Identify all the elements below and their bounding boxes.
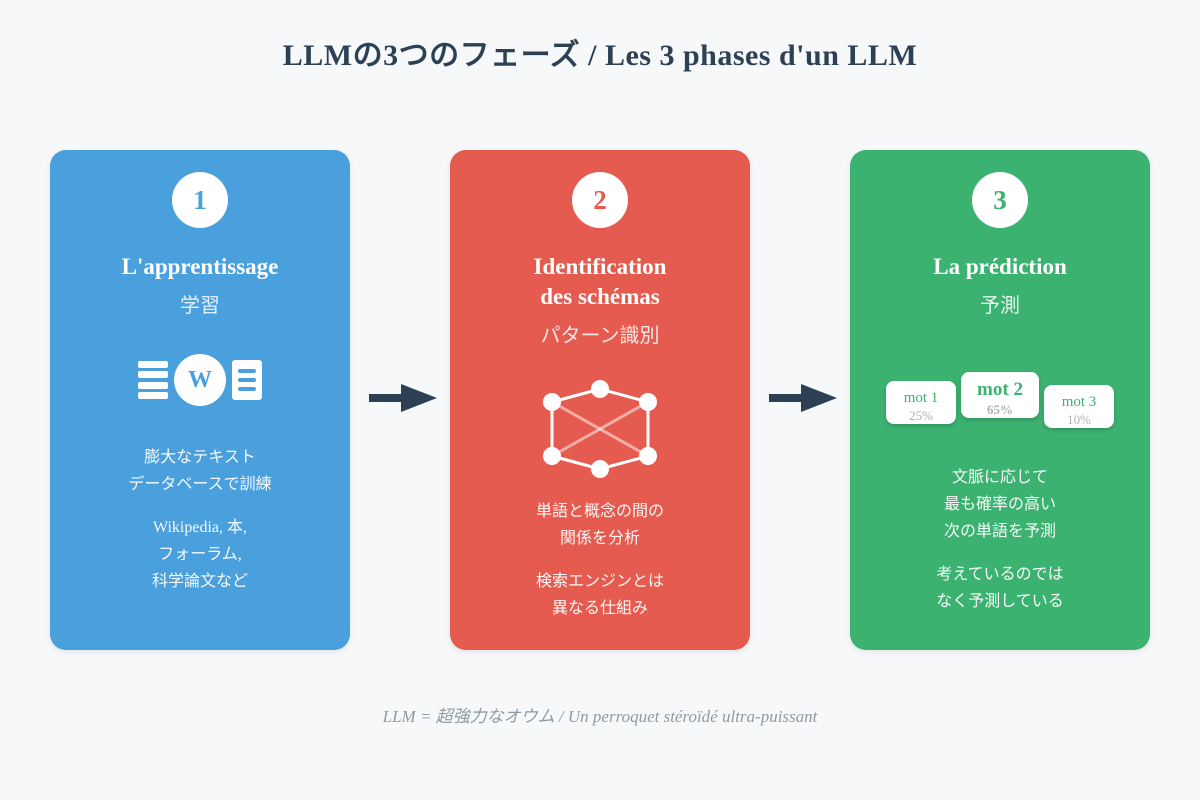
concept-network-graph: [450, 380, 750, 478]
phase-3-number: 3: [993, 184, 1007, 215]
word-1-label: mot 1: [903, 390, 939, 406]
card-3-title-fr: La prédiction: [933, 254, 1067, 279]
footer-note: LLM = 超強力なオウム / Un perroquet stéroïdé ul…: [382, 707, 818, 726]
wikipedia-icon: W: [174, 354, 226, 406]
card-1-paragraph-1: 膨大なテキスト データベースで訓練: [128, 449, 272, 493]
word-2-probability: 65%: [987, 402, 1013, 417]
word-box-3: mot 3 10%: [1044, 385, 1114, 428]
card-1-paragraph-2: Wikipedia, 本, フォーラム, 科学論文など: [151, 519, 248, 590]
word-probability-boxes: mot 1 25% mot 2 65% mot 3 10%: [850, 372, 1150, 428]
wikipedia-letter: W: [188, 366, 212, 393]
phase-1-number: 1: [193, 184, 207, 215]
arrow-right-icon-2: [763, 384, 837, 412]
document-icon: [232, 360, 262, 400]
word-3-label: mot 3: [1061, 394, 1097, 410]
card-identification: 2 Identification des schémas パターン識別: [450, 150, 750, 650]
card-2-title-fr: Identification des schémas: [533, 254, 667, 309]
card-prediction: 3 La prédiction 予測 mot 1 25% mot 2 65% m…: [850, 150, 1150, 650]
card-2-paragraph-1: 単語と概念の間の 関係を分析: [535, 503, 664, 547]
phase-2-number: 2: [593, 184, 607, 215]
word-box-1: mot 1 25%: [886, 381, 956, 424]
card-3-paragraph-1: 文脈に応じて 最も確率の高い 次の単語を予測: [943, 469, 1056, 540]
page-title: LLMの3つのフェーズ / Les 3 phases d'un LLM: [282, 39, 918, 72]
word-1-probability: 25%: [909, 408, 933, 423]
arrow-right-icon-1: [363, 384, 437, 412]
card-2-title-ja: パターン識別: [540, 325, 660, 347]
card-apprentissage: 1 L'apprentissage 学習 W 膨大なテキスト データベースで訓練…: [50, 150, 350, 650]
phase-3-number-badge: 3: [972, 172, 1028, 228]
word-2-label: mot 2: [977, 379, 1023, 400]
phase-2-number-badge: 2: [572, 172, 628, 228]
phases-row: 1 L'apprentissage 学習 W 膨大なテキスト データベースで訓練…: [50, 150, 1150, 650]
training-sources-icons: W: [50, 354, 350, 406]
card-3-paragraph-2: 考えているのでは なく予測している: [936, 566, 1064, 610]
card-1-title-fr: L'apprentissage: [121, 254, 279, 279]
word-3-probability: 10%: [1067, 412, 1091, 427]
card-3-title-ja: 予測: [980, 295, 1020, 317]
phase-1-number-badge: 1: [172, 172, 228, 228]
word-box-2: mot 2 65%: [961, 372, 1039, 418]
card-1-title-ja: 学習: [180, 295, 220, 317]
database-icon: [138, 361, 168, 399]
card-2-paragraph-2: 検索エンジンとは 異なる仕組み: [535, 573, 664, 617]
